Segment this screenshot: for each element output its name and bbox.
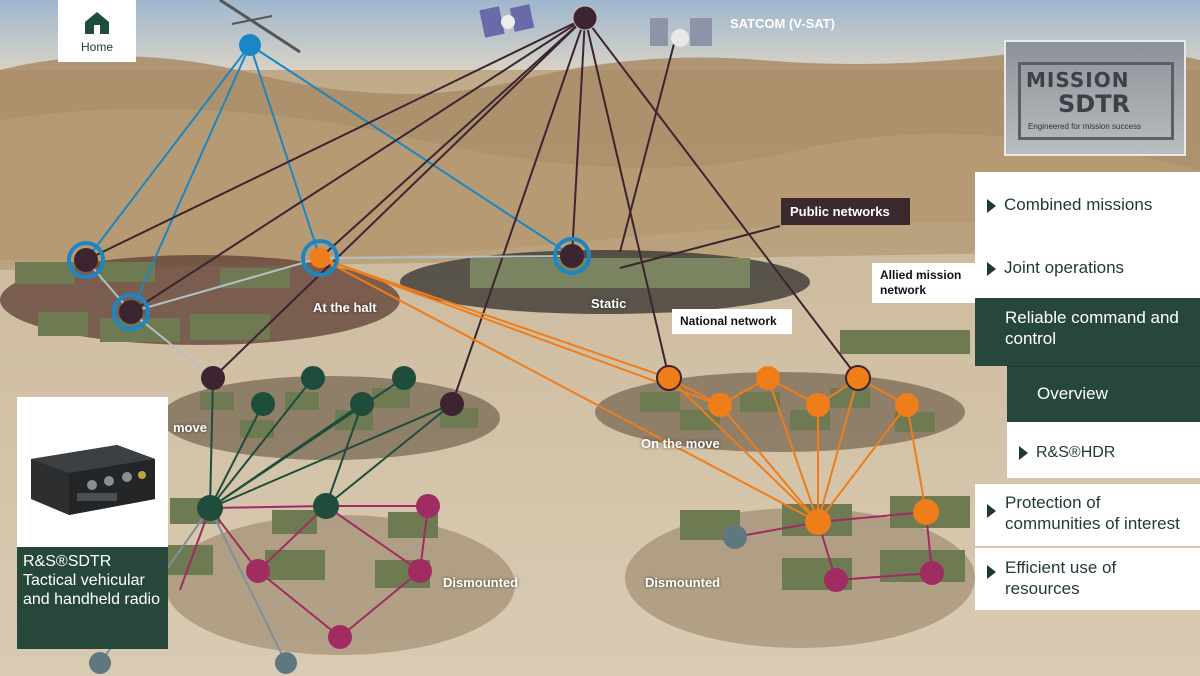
menu-item-protection-of-communities[interactable]: Protection of communities of interest [975,484,1200,546]
menu-item-label: Joint operations [1004,258,1125,277]
menu-item-label: Reliable command and control [1005,308,1179,348]
menu-item-label: Combined missions [1004,195,1153,214]
chevron-right-icon [987,198,996,213]
green-node [197,366,416,521]
drone-icon [219,0,301,54]
home-label: Home [80,40,113,54]
logo-tagline: Engineered for mission success [1028,122,1141,131]
static-label: Static [591,296,627,311]
menu-item-label: Efficient use of resources [1005,558,1117,598]
orange-links [319,257,927,523]
dark-links [85,17,859,405]
allied-mission-network-tag: Allied mission network [872,263,976,303]
halt-gateway-node [301,239,339,277]
chevron-right-icon [987,565,996,579]
vehicle-group [15,258,970,590]
chevron-right-icon [1019,445,1028,460]
menu-item-rs-hdr[interactable]: R&S®HDR [1007,422,1200,478]
satellite-icon [479,4,535,38]
home-button[interactable]: Home [58,0,136,62]
menu-item-reliable-command-and-control[interactable]: Reliable command and control [975,298,1200,366]
on-the-move-label: On the move [641,436,720,451]
orange-node [656,365,939,535]
product-card[interactable]: R&S®SDTR Tactical vehicular and handheld… [17,397,168,649]
satcom-satellite-icon [650,18,712,47]
dismounted-zone-left [165,515,515,655]
halt-node [112,293,150,331]
blue-node [239,34,261,56]
logo-line1: MISSION [1026,68,1130,92]
move-label: move [173,420,207,435]
product-caption: R&S®SDTR Tactical vehicular and handheld… [17,547,168,649]
green-links [209,377,453,509]
magenta-node [246,494,944,649]
radio-device-icon [31,445,155,515]
dismounted-label-right: Dismounted [645,575,721,590]
side-menu: Combined missions Joint operations Relia… [975,172,1200,610]
dark-node [201,366,464,416]
menu-item-overview[interactable]: Overview [1007,366,1200,422]
at-the-halt-label: At the halt [313,300,377,315]
blue-links [85,44,573,313]
public-networks-tag: Public networks [781,198,910,225]
satcom-label: SATCOM (V-SAT) [730,16,835,31]
radio-photo [17,397,168,547]
menu-item-joint-operations[interactable]: Joint operations [975,232,1200,298]
mission-sdtr-logo: MISSION SDTR Engineered for mission succ… [1004,40,1186,156]
menu-item-label: Overview [1037,384,1108,403]
menu-item-combined-missions[interactable]: Combined missions [975,172,1200,232]
menu-item-label: R&S®HDR [1036,444,1116,461]
dismounted-label-left: Dismounted [443,575,519,590]
logo-line2: SDTR [1058,90,1131,118]
national-network-tag: National network [672,309,792,334]
home-icon [85,12,109,34]
menu-item-efficient-use-of-resources[interactable]: Efficient use of resources [975,548,1200,610]
chevron-right-icon [987,261,996,276]
menu-item-label: Protection of communities of interest [1005,493,1180,533]
satcom-hub-node [572,5,598,31]
chevron-right-icon [987,504,996,518]
static-node [553,237,591,275]
grey-node [89,525,747,674]
halt-node [67,241,105,279]
